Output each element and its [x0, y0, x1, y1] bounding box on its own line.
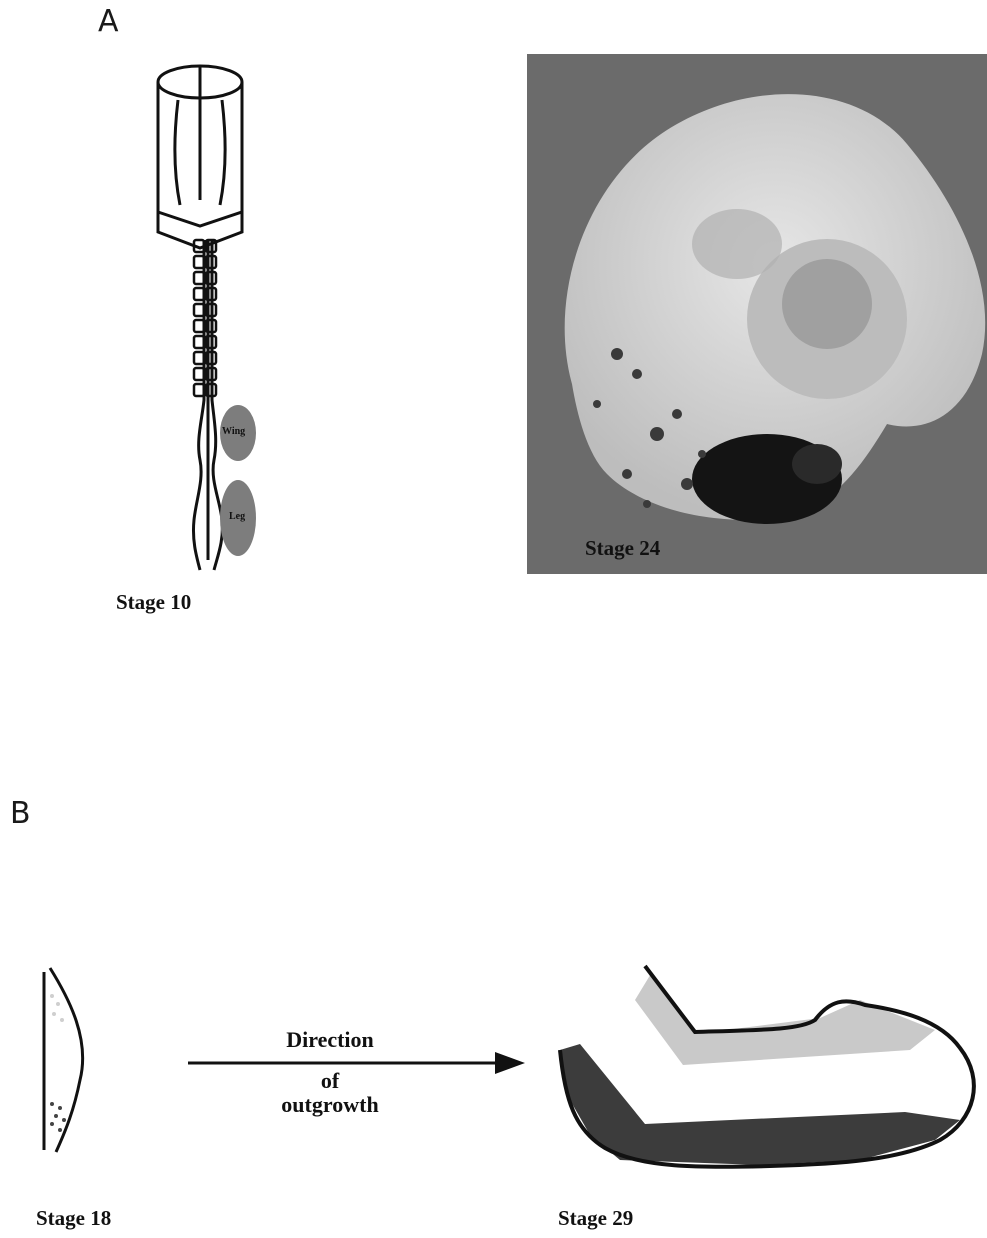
stage29-label: Stage 29	[558, 1206, 633, 1231]
light-dots	[50, 994, 64, 1022]
light-region	[635, 972, 935, 1065]
leg-label: Leg	[229, 511, 245, 522]
stage29-limb	[560, 966, 974, 1167]
neural-tube	[193, 240, 222, 570]
wing-label: Wing	[222, 426, 245, 437]
stage10-label: Stage 10	[116, 590, 191, 615]
dark-dots	[50, 1102, 66, 1132]
arrow-label-outgrowth: outgrowth	[255, 1092, 405, 1118]
stage24-embryo-illustration	[527, 54, 987, 574]
stage18-limb-bud	[44, 968, 83, 1152]
embryo-head	[158, 66, 242, 248]
stage18-label: Stage 18	[36, 1206, 111, 1231]
stage24-photo: Stage 24	[527, 54, 987, 574]
arrow-label-of: of	[270, 1068, 390, 1094]
stage24-label: Stage 24	[585, 536, 660, 561]
dark-region	[560, 1044, 960, 1165]
arrow-label-direction: Direction	[270, 1027, 390, 1053]
